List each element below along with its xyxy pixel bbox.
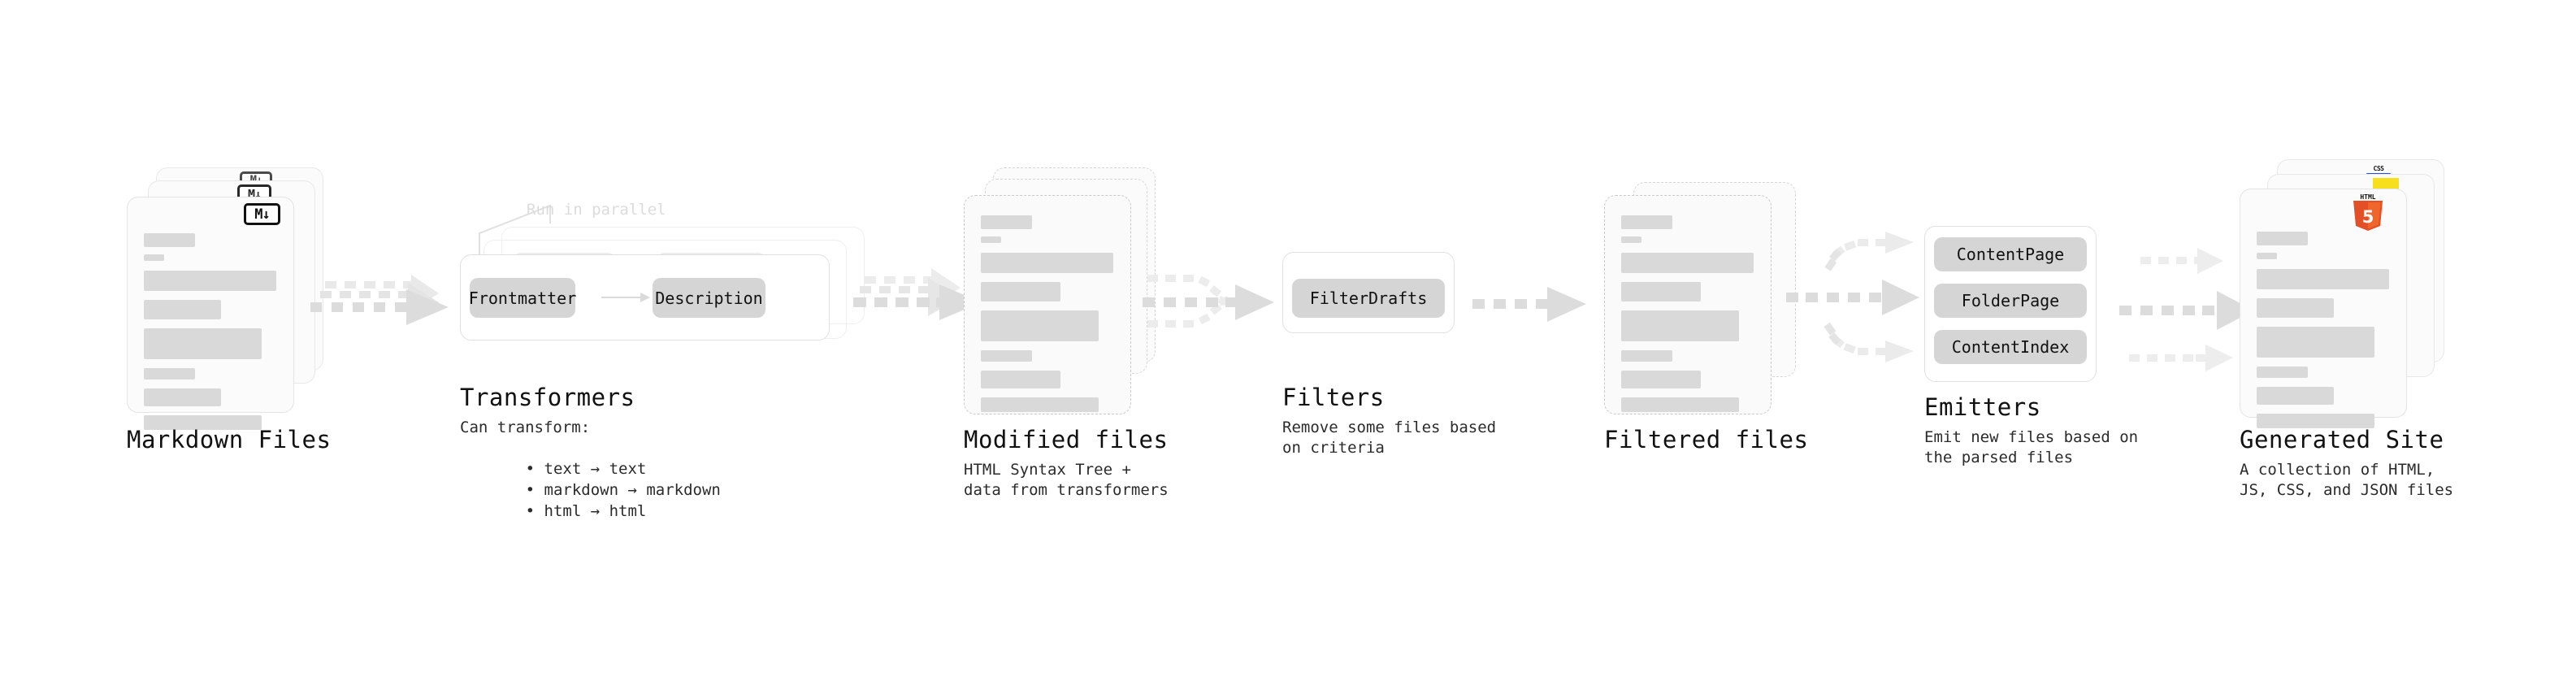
- skeleton-bar: [144, 328, 262, 359]
- skeleton-bar: [1621, 310, 1739, 341]
- skeleton-bar: [981, 215, 1032, 229]
- skeleton-bar: [981, 371, 1060, 388]
- skeleton-bar: [2257, 298, 2334, 318]
- generated-site-desc: A collection of HTML, JS, CSS, and JSON …: [2240, 461, 2454, 499]
- bullet: •: [525, 481, 544, 499]
- label-run-in-parallel: Run in parallel: [527, 201, 666, 219]
- skeleton-bar: [981, 397, 1099, 412]
- arrow-filters-to-filtered: [1472, 287, 1586, 322]
- skeleton-bar: [981, 310, 1099, 341]
- svg-text:5: 5: [2362, 207, 2374, 227]
- html5-icon-word: HTML: [2360, 193, 2376, 201]
- arrow-emitters-to-site: [2119, 248, 2254, 371]
- skeleton-bar: [144, 254, 164, 261]
- arrow-markdown-to-transformers: [310, 275, 449, 325]
- skeleton-bar: [1621, 397, 1739, 412]
- markdown-icon: M↓: [244, 203, 280, 225]
- rule-text: markdown → markdown: [544, 481, 721, 499]
- label-emitters: Emitters: [1924, 393, 2041, 421]
- filter-node-filterdrafts[interactable]: FilterDrafts: [1292, 279, 1445, 318]
- html5-shield: 5: [2353, 201, 2383, 231]
- arrow-filtered-to-emitters: [1786, 232, 1919, 362]
- skeleton-bar: [144, 368, 195, 380]
- emitters-desc: Emit new files based on the parsed files: [1924, 428, 2139, 466]
- skeleton-bar: [981, 282, 1060, 301]
- transformer-node-frontmatter[interactable]: Frontmatter: [469, 278, 576, 318]
- skeleton-bar: [981, 350, 1032, 362]
- filtered-card: [1604, 195, 1772, 414]
- label-filtered-files: Filtered files: [1604, 426, 1809, 453]
- bullet: •: [525, 460, 544, 478]
- markdown-icon-glyph: M↓: [254, 206, 271, 223]
- arrow-modified-to-filters: [1143, 275, 1274, 327]
- label-markdown-files: Markdown Files: [127, 426, 332, 453]
- skeleton-bar: [2257, 387, 2334, 405]
- emitter-node-contentpage[interactable]: ContentPage: [1934, 237, 2087, 271]
- modified-card: [964, 195, 1131, 414]
- site-card-skeleton: [2257, 232, 2390, 436]
- arrow-transformers-to-modified: [853, 268, 982, 320]
- transformers-rule-1: • markdown → markdown: [470, 460, 721, 521]
- transformers-desc-heading: Can transform:: [460, 419, 591, 436]
- label-generated-site: Generated Site: [2240, 426, 2444, 453]
- skeleton-bar: [2257, 232, 2308, 245]
- skeleton-bar: [1621, 371, 1701, 388]
- skeleton-bar: [2257, 327, 2374, 358]
- skeleton-bar: [1621, 215, 1672, 229]
- skeleton-bar: [144, 271, 276, 291]
- rule-text: text → text: [544, 460, 647, 478]
- modified-files-desc: HTML Syntax Tree + data from transformer…: [964, 461, 1169, 499]
- skeleton-bar: [981, 253, 1113, 273]
- transformer-node-description[interactable]: Description: [653, 278, 765, 318]
- transformer-arrow-main: [601, 293, 650, 302]
- skeleton-bar: [144, 388, 221, 406]
- css-icon-label: CSS: [2373, 165, 2384, 172]
- label-filters: Filters: [1282, 384, 1385, 411]
- emitter-node-folderpage[interactable]: FolderPage: [1934, 284, 2087, 318]
- parallel-bracket: [479, 204, 551, 258]
- markdown-card: [127, 197, 294, 430]
- rule-text: html → html: [544, 502, 647, 520]
- site-card: [2240, 189, 2407, 428]
- skeleton-bar: [2257, 269, 2389, 289]
- bullet: •: [525, 502, 544, 520]
- skeleton-bar: [2257, 253, 2277, 259]
- modified-card-skeleton: [981, 215, 1114, 419]
- skeleton-bar: [981, 236, 1001, 243]
- skeleton-bar: [1621, 236, 1641, 243]
- skeleton-bar: [1621, 253, 1754, 273]
- skeleton-bar: [2257, 367, 2308, 378]
- emitter-node-contentindex[interactable]: ContentIndex: [1934, 330, 2087, 364]
- transformers-rule-0: • text → text: [470, 439, 647, 500]
- label-modified-files: Modified files: [964, 426, 1169, 453]
- filters-desc: Remove some files based on criteria: [1282, 419, 1497, 457]
- label-transformers: Transformers: [460, 384, 635, 411]
- transformers-rule-2: • html → html: [470, 481, 647, 542]
- skeleton-bar: [144, 233, 195, 247]
- skeleton-bar: [144, 300, 221, 319]
- skeleton-bar: [1621, 282, 1701, 301]
- skeleton-bar: [144, 415, 262, 430]
- filtered-card-skeleton: [1621, 215, 1754, 419]
- skeleton-bar: [2257, 414, 2374, 428]
- skeleton-bar: [1621, 350, 1672, 362]
- markdown-card-skeleton: [144, 233, 277, 437]
- html5-icon: HTML 5: [2351, 193, 2385, 232]
